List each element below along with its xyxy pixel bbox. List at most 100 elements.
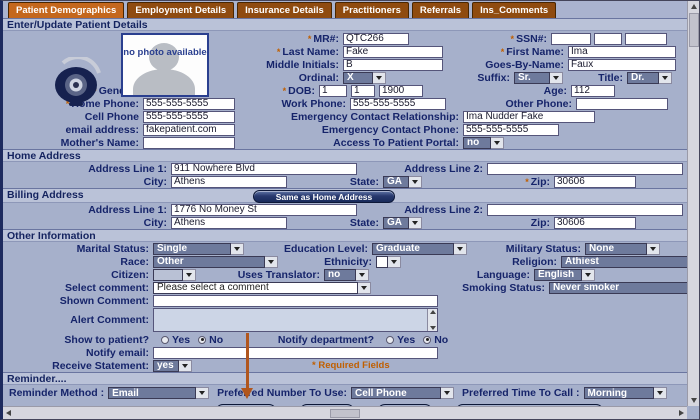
- alert-comment-textarea[interactable]: [153, 308, 438, 332]
- tab-patient-demographics[interactable]: Patient Demographics: [8, 2, 125, 18]
- suffix-select[interactable]: Sr.: [514, 71, 563, 84]
- chevron-down-icon[interactable]: [409, 175, 422, 188]
- silhouette-head: [149, 43, 179, 71]
- vertical-scroll-thumb[interactable]: [688, 13, 699, 47]
- dob-year-input[interactable]: [379, 84, 423, 97]
- chevron-down-icon[interactable]: [196, 387, 210, 399]
- tab-referrals[interactable]: Referrals: [411, 2, 470, 18]
- preferred-time-select[interactable]: Morning: [583, 387, 667, 399]
- notify-department-yes-radio[interactable]: [386, 335, 395, 344]
- religion-select[interactable]: Athiest: [561, 255, 689, 268]
- chevron-down-icon[interactable]: [454, 242, 467, 255]
- home-address2-input[interactable]: [487, 162, 683, 175]
- billing-zip-input[interactable]: [554, 216, 636, 229]
- language-select[interactable]: English: [534, 268, 595, 281]
- race-select[interactable]: Other: [153, 255, 278, 268]
- notify-department-no-radio[interactable]: [423, 335, 432, 344]
- preferred-number-select[interactable]: Cell Phone: [351, 387, 455, 399]
- scroll-up-icon[interactable]: [688, 1, 699, 12]
- chevron-down-icon[interactable]: [179, 359, 192, 372]
- home-phone-input[interactable]: [143, 97, 235, 110]
- emergency-contact-relationship-input[interactable]: [463, 110, 595, 123]
- billing-state-select[interactable]: GA: [383, 216, 422, 229]
- chevron-down-icon[interactable]: [231, 242, 244, 255]
- webcam-icon[interactable]: [49, 57, 107, 111]
- home-state-select[interactable]: GA: [383, 175, 422, 188]
- marital-status-label: Marital Status:: [76, 242, 149, 255]
- patient-photo-placeholder[interactable]: no photo available: [121, 33, 209, 97]
- tab-ins-comments[interactable]: Ins_Comments: [472, 2, 557, 18]
- chevron-down-icon[interactable]: [356, 268, 369, 281]
- last-name-input[interactable]: [343, 45, 443, 58]
- chevron-down-icon[interactable]: [265, 255, 278, 268]
- patient-portal-select[interactable]: no: [463, 136, 504, 149]
- ssn-input-1[interactable]: [551, 32, 591, 45]
- marital-status-select[interactable]: Single: [153, 242, 244, 255]
- receive-statement-select[interactable]: yes: [153, 359, 192, 372]
- scroll-down-icon[interactable]: [429, 326, 436, 330]
- chevron-down-icon[interactable]: [491, 136, 504, 149]
- required-fields-note: * Required Fields: [312, 360, 390, 371]
- show-to-patient-no-radio[interactable]: [198, 335, 207, 344]
- ethnicity-select[interactable]: [376, 255, 401, 268]
- select-comment-select[interactable]: Please select a comment: [153, 281, 371, 294]
- middle-initials-input[interactable]: [343, 58, 443, 71]
- scroll-down-icon[interactable]: [688, 395, 699, 406]
- scroll-left-icon[interactable]: [3, 408, 14, 419]
- notify-email-input[interactable]: [153, 346, 438, 359]
- show-to-patient-yes-radio[interactable]: [161, 335, 169, 344]
- chevron-down-icon[interactable]: [647, 242, 660, 255]
- chevron-down-icon[interactable]: [653, 387, 667, 399]
- goes-by-name-input[interactable]: [568, 58, 676, 71]
- scroll-right-icon[interactable]: [676, 408, 687, 419]
- chevron-down-icon[interactable]: [373, 71, 386, 84]
- home-address1-input[interactable]: [171, 162, 357, 175]
- home-city-label: City:: [143, 175, 167, 188]
- dob-day-input[interactable]: [351, 84, 375, 97]
- dob-month-input[interactable]: [319, 84, 347, 97]
- military-status-select[interactable]: None: [585, 242, 660, 255]
- mr-input[interactable]: [343, 32, 409, 45]
- tab-insurance-details[interactable]: Insurance Details: [237, 2, 332, 18]
- uses-translator-select[interactable]: no: [324, 268, 369, 281]
- chevron-down-icon[interactable]: [183, 268, 196, 281]
- billing-address1-input[interactable]: [171, 203, 357, 216]
- horizontal-scrollbar[interactable]: [3, 406, 687, 419]
- chevron-down-icon[interactable]: [388, 255, 401, 268]
- home-city-input[interactable]: [171, 175, 287, 188]
- smoking-status-select[interactable]: Never smoker: [549, 281, 689, 294]
- cell-phone-input[interactable]: [143, 110, 235, 123]
- ssn-input-3[interactable]: [625, 32, 667, 45]
- other-phone-input[interactable]: [576, 97, 668, 110]
- first-name-input[interactable]: [568, 45, 676, 58]
- chevron-down-icon[interactable]: [659, 71, 672, 84]
- age-input[interactable]: [571, 84, 615, 97]
- ssn-input-2[interactable]: [594, 32, 622, 45]
- tab-employment-details[interactable]: Employment Details: [127, 2, 235, 18]
- billing-city-input[interactable]: [171, 216, 287, 229]
- textarea-scrollbar[interactable]: [427, 309, 437, 331]
- education-level-select[interactable]: Graduate: [372, 242, 467, 255]
- goes-by-name-label: Goes-By-Name:: [485, 58, 564, 71]
- mothers-name-input[interactable]: [143, 136, 235, 149]
- title-select[interactable]: Dr.: [627, 71, 672, 84]
- chevron-down-icon[interactable]: [582, 268, 595, 281]
- vertical-scrollbar[interactable]: [687, 1, 699, 406]
- chevron-down-icon[interactable]: [550, 71, 563, 84]
- chevron-down-icon[interactable]: [409, 216, 422, 229]
- chevron-down-icon[interactable]: [358, 281, 371, 294]
- work-phone-input[interactable]: [350, 97, 446, 110]
- email-address-input[interactable]: [143, 123, 235, 136]
- tab-practitioners[interactable]: Practitioners: [334, 2, 409, 18]
- shown-comment-input[interactable]: [153, 294, 438, 307]
- home-zip-input[interactable]: [554, 175, 636, 188]
- citizen-select[interactable]: [153, 268, 196, 281]
- reminder-method-select[interactable]: Email: [108, 387, 210, 399]
- scroll-up-icon[interactable]: [429, 310, 436, 314]
- ordinal-select[interactable]: X: [343, 71, 386, 84]
- horizontal-scroll-thumb[interactable]: [330, 408, 360, 418]
- same-as-home-address-button[interactable]: Same as Home Address: [253, 190, 395, 203]
- emergency-contact-phone-input[interactable]: [463, 123, 559, 136]
- billing-address2-input[interactable]: [487, 203, 683, 216]
- chevron-down-icon[interactable]: [441, 387, 455, 399]
